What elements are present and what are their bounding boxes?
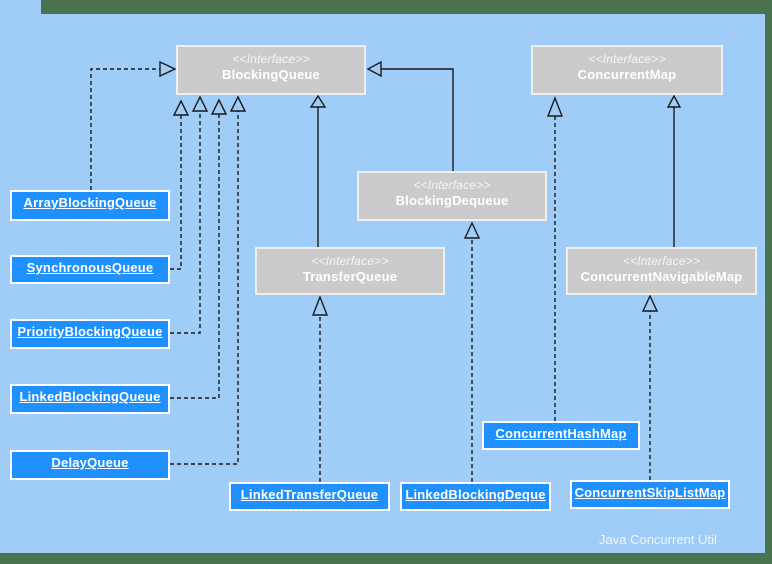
class-concurrenthashmap: ConcurrentHashMap — [482, 421, 640, 450]
class-linkedblockingqueue: LinkedBlockingQueue — [10, 384, 170, 414]
edge-concurrentnavigablemap-extends-concurrentmap — [666, 94, 682, 247]
edge-arrayblockingqueue-implements-blockingqueue — [90, 60, 177, 190]
stereotype-label: <<Interface>> — [232, 52, 310, 66]
class-linkedtransferqueue: LinkedTransferQueue — [229, 482, 390, 511]
interface-concurrentnavigablemap: <<Interface>> ConcurrentNavigableMap — [566, 247, 757, 295]
edge-transferqueue-extends-blockingqueue — [309, 94, 327, 247]
edge-linkedtransferqueue-implements-transferqueue — [311, 295, 329, 482]
class-name: ConcurrentHashMap — [495, 426, 627, 441]
frame-top-bar — [41, 0, 772, 14]
interface-name: BlockingQueue — [222, 67, 320, 82]
interface-name: BlockingDequeue — [395, 193, 509, 208]
class-name: LinkedBlockingDeque — [405, 487, 546, 502]
interface-transferqueue: <<Interface>> TransferQueue — [255, 247, 445, 295]
stereotype-label: <<Interface>> — [413, 178, 491, 192]
edge-linkedblockingqueue-implements-blockingqueue — [170, 98, 228, 399]
class-name: ArrayBlockingQueue — [23, 195, 157, 210]
class-delayqueue: DelayQueue — [10, 450, 170, 480]
class-name: SynchronousQueue — [26, 260, 154, 275]
edge-delayqueue-implements-blockingqueue — [170, 95, 247, 465]
interface-name: ConcurrentNavigableMap — [580, 269, 743, 284]
interface-blockingqueue: <<Interface>> BlockingQueue — [176, 45, 366, 95]
class-priorityblockingqueue: PriorityBlockingQueue — [10, 319, 170, 349]
edge-concurrentskiplistmap-implements-concurrentnavigablemap — [641, 294, 659, 480]
interface-name: ConcurrentMap — [577, 67, 677, 82]
class-concurrentskiplistmap: ConcurrentSkipListMap — [570, 480, 730, 509]
class-name: ConcurrentSkipListMap — [574, 485, 726, 500]
class-linkedblockingdeque: LinkedBlockingDeque — [400, 482, 551, 511]
interface-blockingdequeue: <<Interface>> BlockingDequeue — [357, 171, 547, 221]
stereotype-label: <<Interface>> — [622, 254, 701, 268]
edge-priorityblockingqueue-implements-blockingqueue — [170, 95, 209, 334]
stereotype-label: <<Interface>> — [588, 52, 666, 66]
class-name: DelayQueue — [51, 455, 129, 470]
class-name: LinkedTransferQueue — [240, 487, 379, 502]
interface-concurrentmap: <<Interface>> ConcurrentMap — [531, 45, 723, 95]
interface-name: TransferQueue — [302, 269, 398, 284]
edge-linkedblockingdeque-implements-blockingdequeue — [463, 221, 481, 482]
edge-blockingdequeue-extends-blockingqueue — [366, 60, 454, 171]
frame-right-bar — [765, 14, 772, 564]
class-arrayblockingqueue: ArrayBlockingQueue — [10, 190, 170, 221]
edge-concurrenthashmap-implements-concurrentmap — [546, 96, 564, 421]
diagram-caption: Java Concurrent Util — [599, 532, 717, 547]
stereotype-label: <<Interface>> — [311, 254, 389, 268]
class-synchronousqueue: SynchronousQueue — [10, 255, 170, 284]
class-name: LinkedBlockingQueue — [19, 389, 161, 404]
edge-synchronousqueue-implements-blockingqueue — [170, 99, 190, 270]
frame-bottom-bar — [0, 553, 772, 564]
class-name: PriorityBlockingQueue — [17, 324, 163, 339]
